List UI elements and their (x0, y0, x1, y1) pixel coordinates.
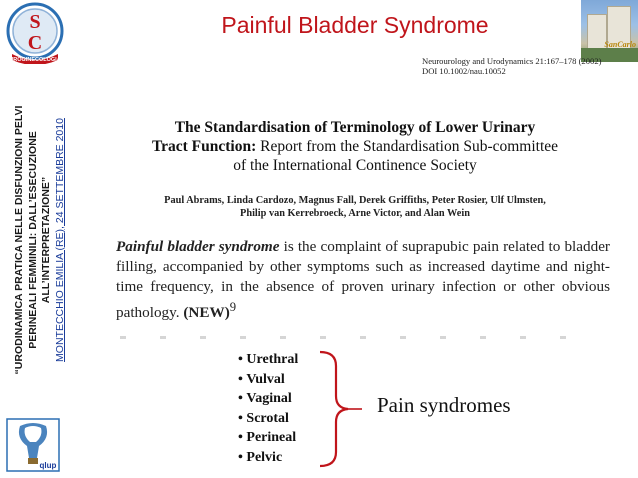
course-title-line-1: “URODINAMICA PRATICA NELLE DISFUNZIONI P… (13, 105, 25, 375)
definition-tag: (NEW) (183, 304, 230, 322)
list-item: Perineal (238, 428, 298, 448)
journal-citation: Neurourology and Urodynamics 21:167–178 … (422, 56, 632, 76)
course-title-line-2: PERINEALI FEMMINILI: DALL’ESECUZIONE (26, 131, 39, 349)
logo-letter-c: C (28, 32, 42, 54)
course-title-line-3: ALL’INTERPRETAZIONE” (40, 176, 52, 304)
definition-paragraph: Painful bladder syndrome is the complain… (116, 237, 610, 323)
qlup-logo-icon: qlup (6, 418, 60, 472)
list-item: Scrotal (238, 409, 298, 429)
cropped-text-line (120, 336, 580, 339)
course-title-vertical: “URODINAMICA PRATICA NELLE DISFUNZIONI P… (6, 70, 74, 410)
paper-authors: Paul Abrams, Linda Cardozo, Magnus Fall,… (90, 194, 620, 220)
paper-title-line-3: of the International Continence Society (233, 157, 477, 174)
logo-letter-s: S (29, 11, 40, 33)
qlup-caption: qlup (40, 461, 57, 470)
list-item: Vulval (238, 370, 298, 390)
right-brace-icon (319, 350, 362, 468)
syndrome-list: Urethral Vulval Vaginal Scrotal Perineal… (238, 350, 298, 467)
paper-title-line-1: The Standardisation of Terminology of Lo… (174, 119, 536, 136)
authors-line-2: Philip van Kerrebroeck, Arne Victor, and… (240, 208, 470, 219)
hospital-photo: SanCarlo (581, 0, 638, 62)
paper-title: The Standardisation of Terminology of Lo… (80, 118, 630, 175)
list-item: Vaginal (238, 389, 298, 409)
hospital-brand: SanCarlo (604, 40, 636, 49)
definition-text: is the complaint of suprapubic pain rela… (116, 238, 610, 322)
slide-title: Painful Bladder Syndrome (221, 12, 489, 38)
logo-caption: UROGINECOLOGIA (9, 57, 60, 63)
sidebar: S C UROGINECOLOGIA “URODINAMICA PRATICA … (0, 0, 78, 478)
course-location-date: MONTECCHIO EMILIA (RE), 24 SETTEMBRE 201… (53, 118, 66, 362)
list-item: Urethral (238, 350, 298, 370)
paper-title-line-2: Report from the Standardisation Sub-comm… (256, 138, 559, 155)
authors-line-1: Paul Abrams, Linda Cardozo, Magnus Fall,… (164, 195, 546, 206)
definition-footnote: 9 (229, 300, 237, 314)
definition-term: Painful bladder syndrome (116, 238, 280, 255)
journal-name: Neurourology and Urodynamics 21:167–178 … (422, 56, 602, 66)
list-item: Pelvic (238, 448, 298, 468)
paper-title-prefix: Tract Function: (151, 138, 257, 155)
uroginecologia-logo-icon: S C UROGINECOLOGIA (6, 2, 64, 64)
pain-syndromes-label: Pain syndromes (377, 393, 511, 417)
journal-doi: DOI 10.1002/nau.10052 (422, 66, 506, 76)
